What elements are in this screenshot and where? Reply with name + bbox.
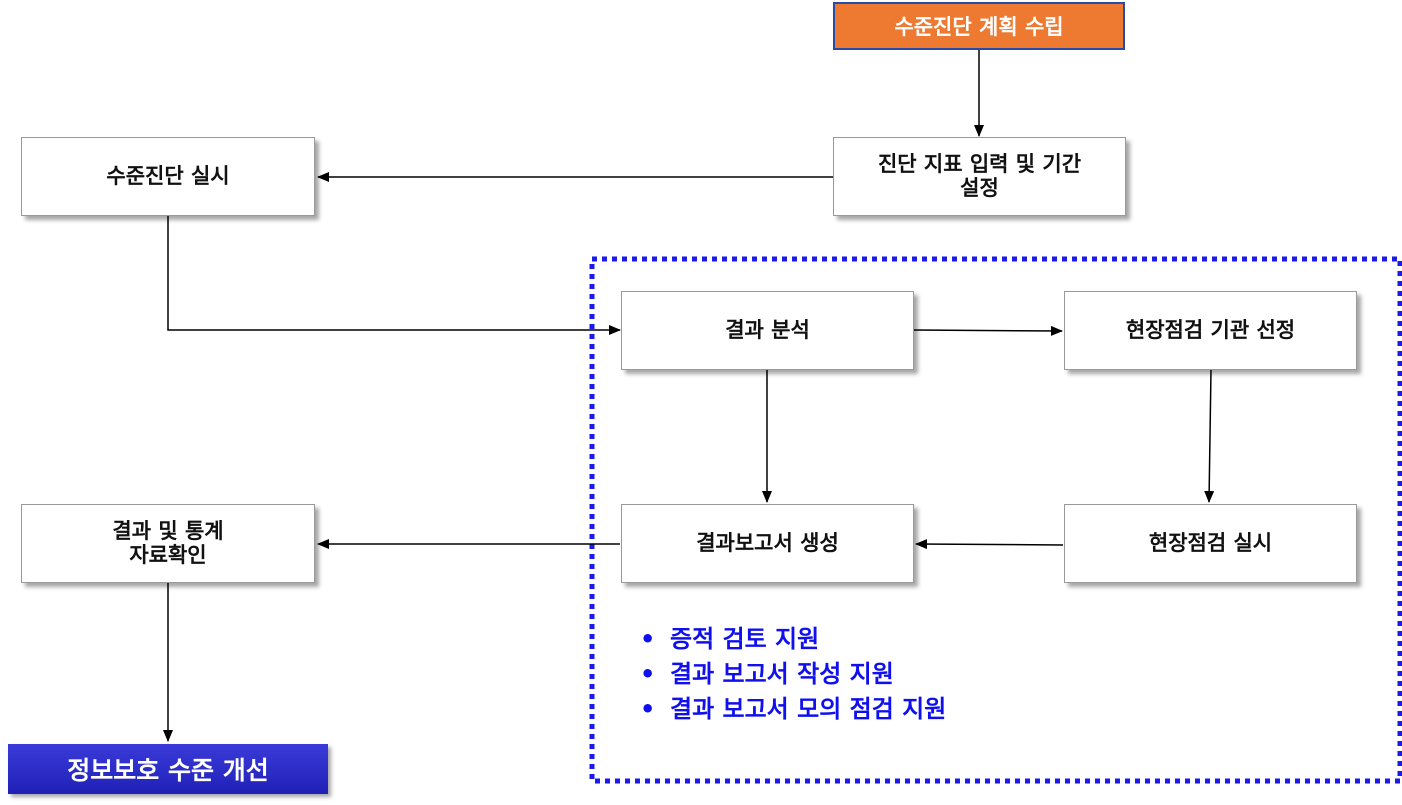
node-conduct-label: 수준진단 실시 (106, 163, 230, 188)
node-input: 진단 지표 입력 및 기간 설정 (833, 137, 1126, 216)
node-plan: 수준진단 계획 수립 (833, 2, 1125, 50)
node-input-line2: 설정 (960, 175, 999, 200)
node-onsite-label: 현장점검 실시 (1148, 530, 1273, 555)
node-confirm-line1: 결과 및 통계 (112, 519, 224, 544)
support-note: 결과 보고서 모의 점검 지원 (640, 692, 946, 727)
node-input-line1: 진단 지표 입력 및 기간 (877, 152, 1082, 177)
support-note: 증적 검토 지원 (640, 622, 946, 657)
node-confirm-line2: 자료확인 (129, 542, 207, 567)
node-report: 결과보고서 생성 (621, 504, 914, 583)
node-conduct: 수준진단 실시 (21, 137, 315, 216)
support-notes-list: 증적 검토 지원 결과 보고서 작성 지원 결과 보고서 모의 점검 지원 (640, 622, 946, 727)
arrow-select-to-onsite (1204, 369, 1215, 503)
support-note: 결과 보고서 작성 지원 (640, 657, 946, 692)
node-select-label: 현장점검 기관 선정 (1125, 317, 1296, 342)
node-analysis-label: 결과 분석 (725, 317, 810, 342)
node-improve: 정보보호 수준 개선 (8, 744, 328, 794)
arrow-analysis-to-select (913, 325, 1063, 336)
node-select: 현장점검 기관 선정 (1064, 291, 1357, 370)
node-analysis: 결과 분석 (621, 291, 914, 370)
node-report-label: 결과보고서 생성 (696, 530, 839, 555)
support-group-frame (589, 256, 1402, 784)
node-improve-label: 정보보호 수준 개선 (67, 756, 269, 785)
node-onsite: 현장점검 실시 (1064, 504, 1357, 583)
arrow-onsite-to-report (915, 539, 1064, 550)
node-confirm: 결과 및 통계 자료확인 (21, 504, 315, 583)
arrow-conduct-to-analysis (167, 216, 621, 335)
node-plan-label: 수준진단 계획 수립 (894, 15, 1064, 39)
